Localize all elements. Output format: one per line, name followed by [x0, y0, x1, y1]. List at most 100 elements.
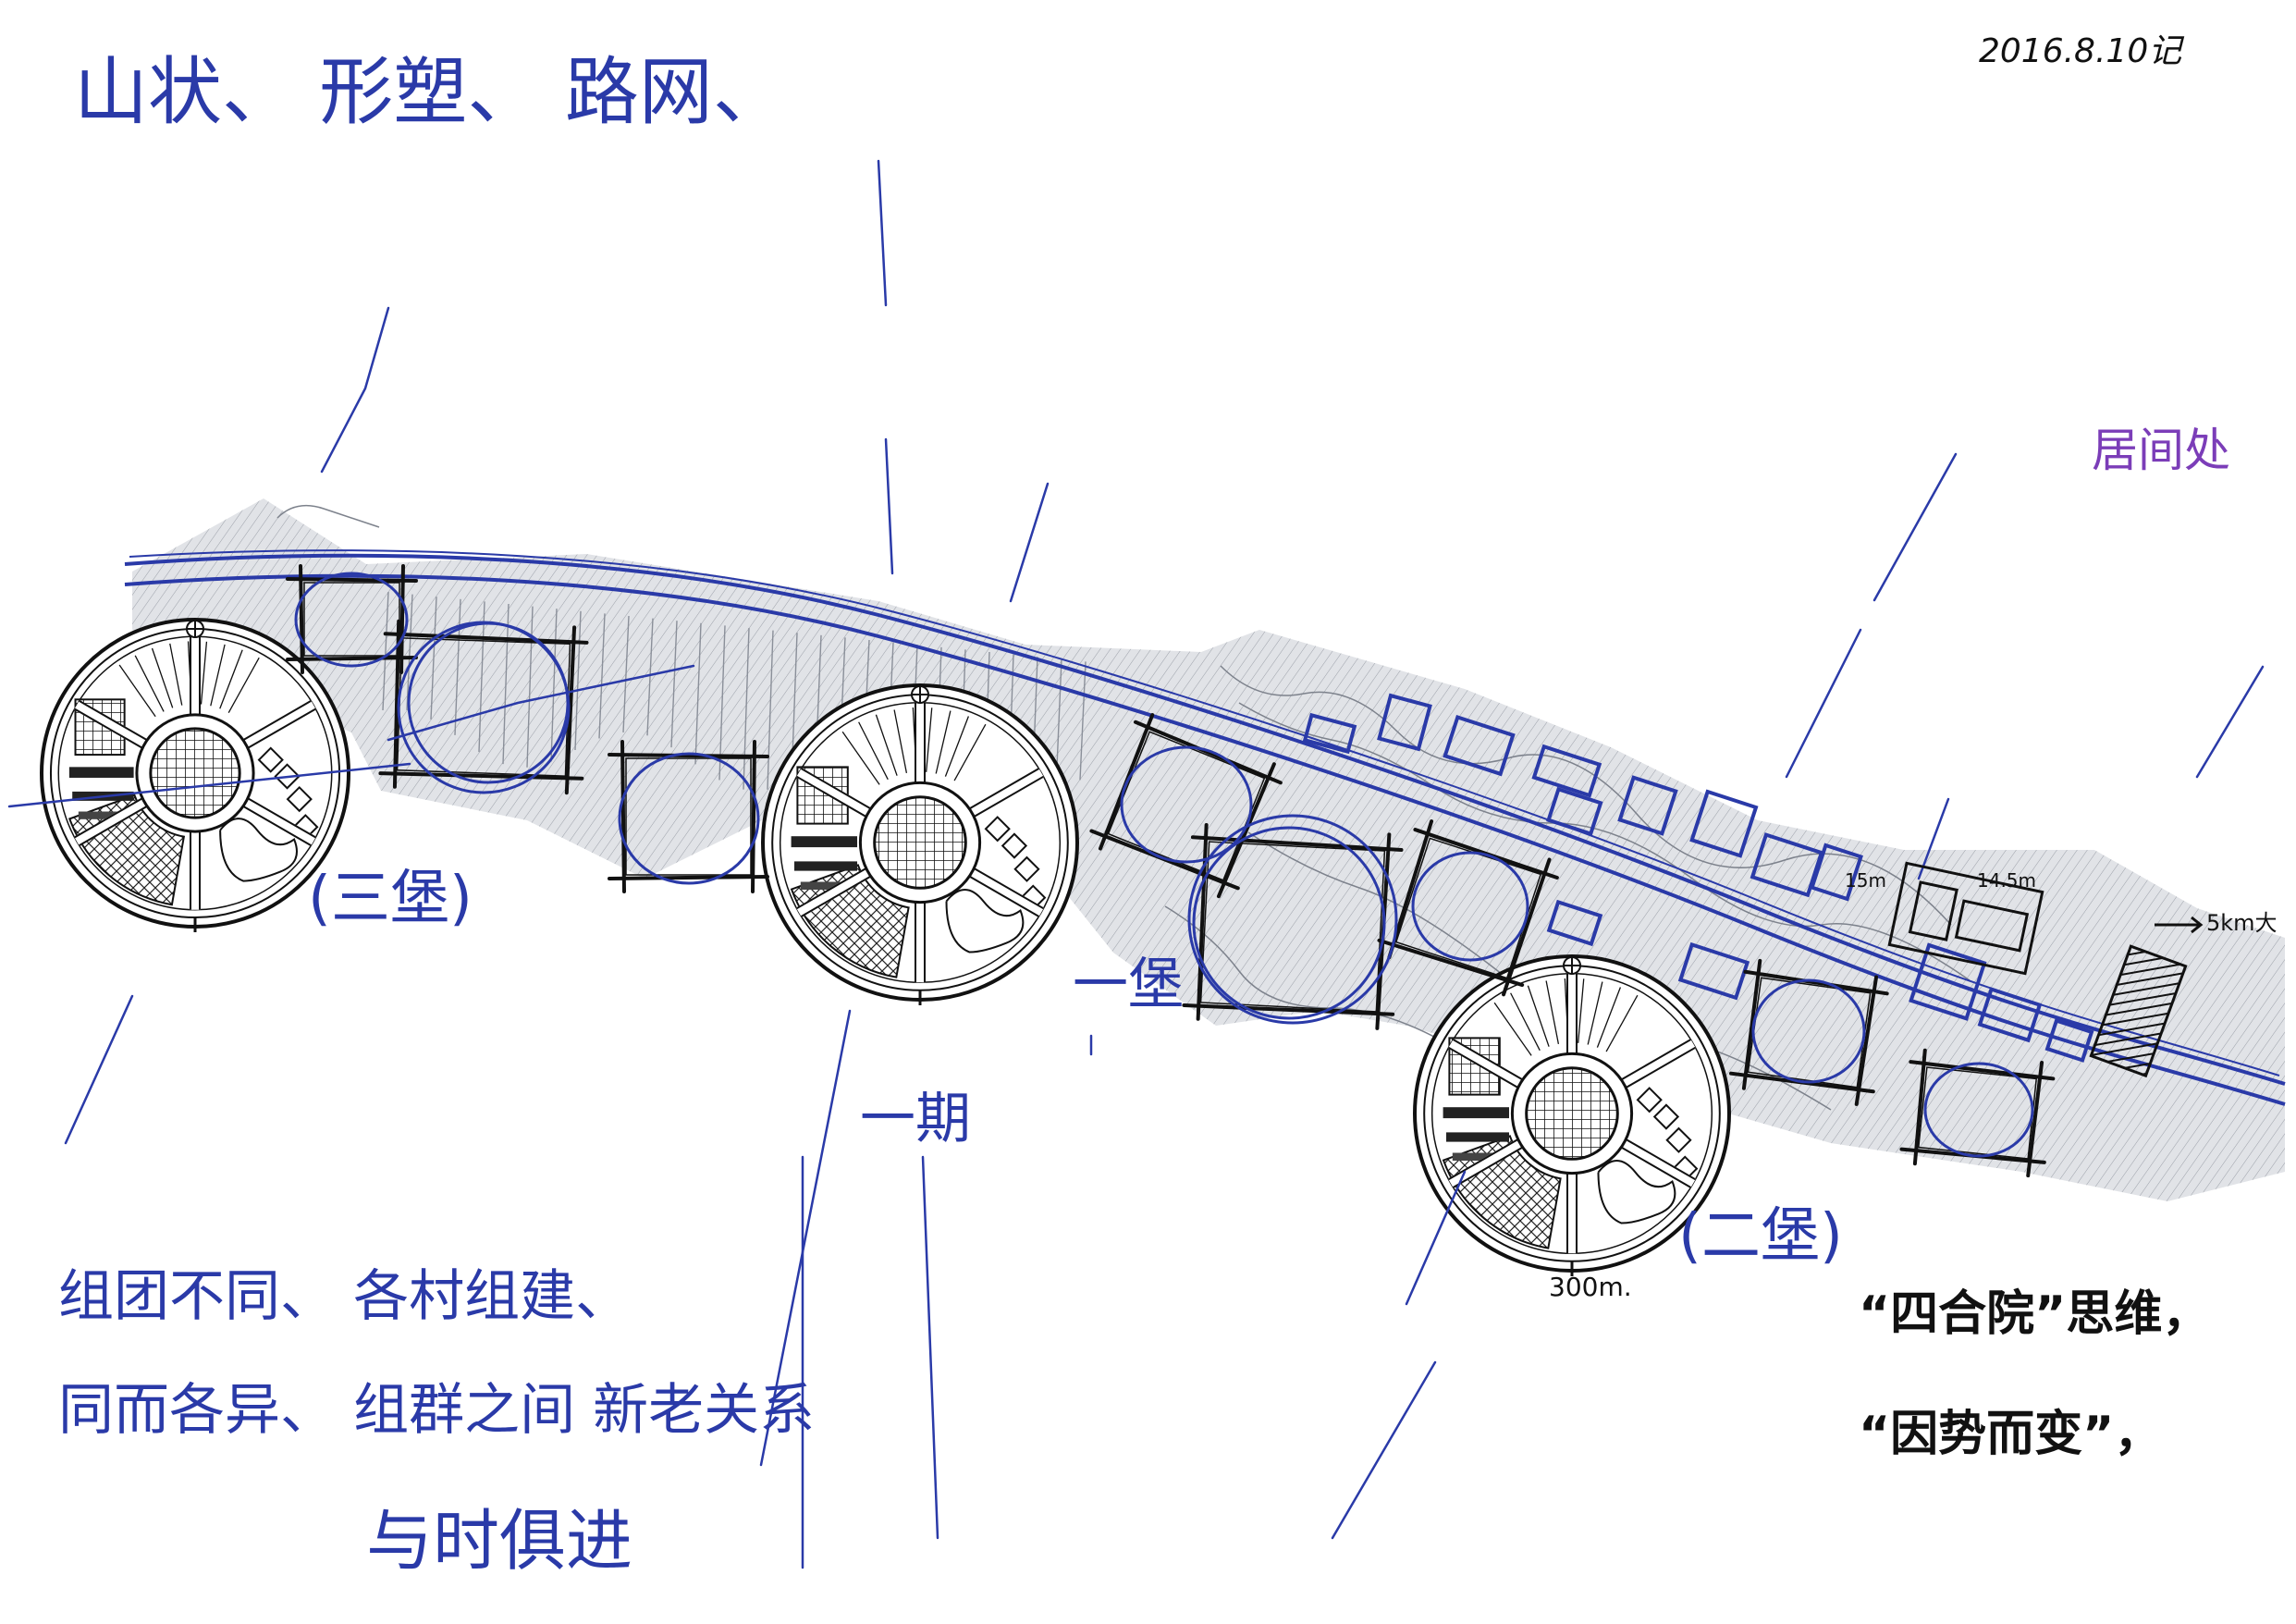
square-edge-left [392, 619, 401, 789]
plan-spoke-clear [1620, 1039, 1697, 1089]
plan-diamond-block [1665, 1126, 1692, 1153]
label-distance-right: 5km大 [2206, 910, 2278, 936]
blue-block [1377, 693, 1432, 752]
plan-dark-bar [1446, 1132, 1509, 1142]
plan-spoke [242, 806, 312, 847]
plan-fan-line [1605, 994, 1639, 1052]
plan-spoke [1620, 1039, 1692, 1081]
blue-guide-lines [7, 159, 2265, 1569]
blue-block [2044, 1018, 2094, 1063]
blue-circle [618, 752, 760, 885]
square-edge-top [1909, 1060, 2056, 1081]
slope-stripe-line [502, 603, 510, 765]
note-left-line-2: 同而各异、 组群之间 新老关系 [58, 1378, 816, 1443]
plan-fan-line [1596, 987, 1622, 1048]
plan-fan-line [935, 710, 952, 774]
plan-dark-bar [1443, 1107, 1509, 1119]
guide-line [1872, 452, 1958, 602]
plan-fan-line [169, 643, 183, 706]
plan-spoke [79, 699, 148, 741]
plan-fan-line [926, 707, 933, 772]
guide-line [921, 1155, 939, 1540]
plan-spoke [1452, 1039, 1524, 1081]
label-phase-one: 一期 [860, 1087, 971, 1151]
plan-fan-line [151, 647, 174, 708]
plan-spoke [247, 707, 316, 749]
plan-fan-line [953, 723, 987, 781]
cluster-plan-circle [761, 683, 1079, 1005]
purple-note: 居间处 [2092, 424, 2230, 477]
plan-diamond-block [1013, 855, 1040, 882]
plan-diamond-block [984, 816, 1011, 843]
plan-fan-line [134, 655, 165, 712]
square-edge-bottom [378, 771, 584, 781]
plan-fan-line [227, 657, 260, 713]
blue-circle [1411, 851, 1529, 962]
blue-block [1810, 843, 1863, 902]
building-inner [1954, 899, 2030, 953]
plan-spoke-clear [74, 699, 148, 749]
plan-centre-plaza [1525, 1066, 1619, 1161]
plan-dark-bar [791, 836, 857, 848]
plan-fan-line [875, 714, 898, 776]
note-left-line-1: 组团不同、 各村组建、 [58, 1264, 632, 1329]
building-inner [1908, 880, 1958, 941]
blue-circle-group [294, 572, 2034, 1158]
label-fort-three: (三堡) [308, 865, 473, 933]
plan-spoke-clear [242, 797, 316, 847]
plan-fan-line [1527, 985, 1550, 1047]
stair-hatch [2089, 944, 2188, 1078]
blue-circle [407, 621, 570, 784]
plan-diamond-block [274, 763, 301, 790]
blue-circle [294, 572, 409, 668]
label-fort-two: (二堡) [1678, 1202, 1843, 1271]
slope-stripe-line [406, 594, 413, 710]
blue-block [1677, 941, 1750, 1001]
arrow-right [2155, 916, 2204, 934]
plan-dark-bar [78, 811, 125, 819]
slope-stripe-line [574, 610, 582, 751]
guide-line [1917, 797, 1950, 880]
slope-stripe-line [670, 621, 678, 748]
blue-circle [1923, 1062, 2034, 1158]
plan-spoke [800, 768, 872, 810]
plan-spoke-clear [968, 867, 1045, 917]
square-edge-right [1216, 762, 1276, 899]
plan-spoke [968, 768, 1040, 810]
plan-garden-path [945, 889, 1025, 953]
plan-spoke [1447, 1046, 1519, 1089]
blue-block [1977, 987, 2043, 1043]
guide-line [1331, 1360, 1437, 1540]
plan-diamond-block [1001, 832, 1028, 859]
plan-diamond-block [286, 785, 313, 813]
slope-stripe-line [743, 627, 750, 790]
plan-spoke-clear [1447, 1039, 1524, 1089]
slope-stripe-line [598, 613, 606, 739]
square-edge-top [383, 632, 589, 645]
guide-line [1785, 628, 1862, 779]
plan-centre-plaza [149, 727, 241, 819]
slope-stripe-line [430, 597, 437, 720]
plan-spoke [74, 797, 143, 839]
slope-stripe-line [550, 609, 558, 762]
plan-spoke [973, 867, 1045, 910]
date-note: 2016.8.10记 [1979, 32, 2182, 70]
blue-block [1689, 789, 1759, 858]
plan-garden-path [1597, 1160, 1676, 1224]
square-edge-bottom [1377, 938, 1525, 988]
guide-line [7, 762, 411, 808]
square-edge-right [2026, 1060, 2044, 1178]
plan-dark-bar [1452, 1152, 1500, 1161]
cluster-plan-circle [40, 618, 350, 932]
square-inner-outline [1199, 841, 1386, 1013]
slope-stripe-line [622, 615, 630, 732]
label-fort-one: 一堡 [1073, 953, 1184, 1017]
plan-fan-line [1545, 980, 1560, 1045]
plan-spoke [800, 875, 872, 917]
plan-fan-line [1493, 1002, 1532, 1056]
square-inner-outline [625, 757, 752, 876]
blue-block [1443, 714, 1516, 777]
blue-circle [1192, 826, 1386, 1020]
plan-spoke [1625, 1138, 1697, 1181]
